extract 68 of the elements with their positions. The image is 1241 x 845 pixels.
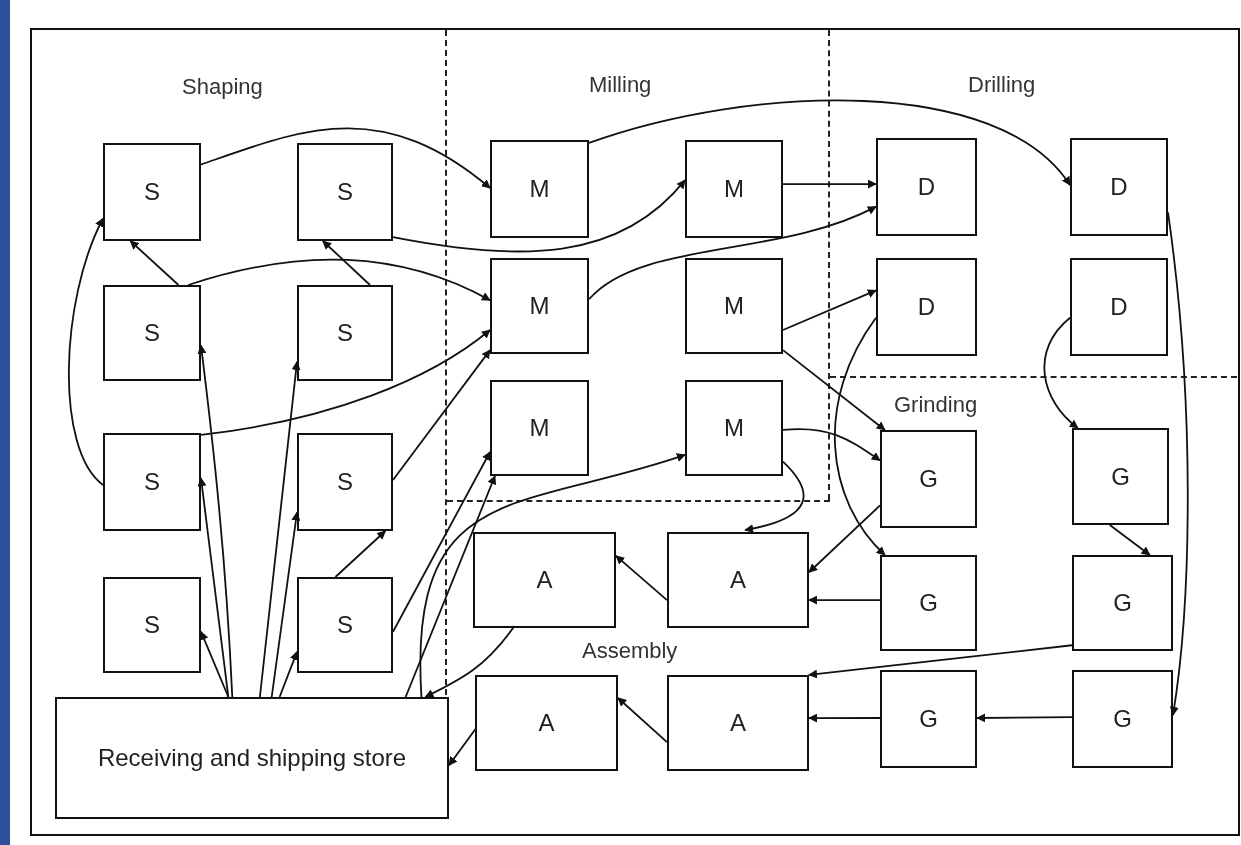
department-heading: Grinding — [894, 392, 978, 418]
arrow — [588, 205, 877, 301]
machine-box: M — [685, 380, 783, 476]
department-heading: Shaping — [182, 74, 263, 100]
arrow — [334, 530, 387, 578]
machine-box: G — [880, 555, 977, 651]
arrow — [259, 360, 301, 698]
arrow — [1108, 524, 1151, 556]
machine-box: D — [876, 138, 977, 236]
arrow — [197, 344, 234, 698]
machine-box: S — [103, 285, 201, 381]
arrow — [200, 127, 491, 189]
machine-box: M — [490, 258, 589, 354]
arrow — [419, 453, 686, 698]
arrow — [200, 329, 491, 436]
machine-box: G — [1072, 428, 1169, 525]
machine-box: S — [103, 577, 201, 673]
arrow — [278, 651, 299, 698]
arrow — [834, 316, 886, 556]
arrow — [782, 179, 877, 189]
arrow — [615, 555, 668, 601]
machine-box: S — [103, 433, 201, 531]
machine-box: M — [490, 140, 589, 238]
machine-box: D — [1070, 138, 1168, 236]
arrow — [617, 697, 668, 743]
arrow — [588, 99, 1071, 186]
machine-box: M — [490, 380, 589, 476]
arrow — [392, 451, 491, 633]
arrow — [808, 595, 881, 605]
machine-box: G — [880, 430, 977, 528]
arrow — [782, 428, 881, 462]
machine-box: D — [1070, 258, 1168, 356]
machine-box: A — [667, 532, 809, 628]
machine-box: M — [685, 258, 783, 354]
machine-box: S — [103, 143, 201, 241]
arrow — [187, 258, 491, 302]
arrow — [782, 289, 877, 331]
machine-box: S — [297, 143, 393, 241]
department-heading: Drilling — [968, 72, 1036, 98]
arrow — [1043, 316, 1079, 429]
machine-box: M — [685, 140, 783, 238]
arrow — [808, 504, 881, 574]
machine-box: A — [667, 675, 809, 771]
arrow — [322, 240, 371, 286]
arrow — [200, 630, 230, 698]
arrow — [808, 644, 1073, 679]
machine-box: D — [876, 258, 977, 356]
department-heading: Milling — [589, 72, 652, 98]
arrow — [404, 475, 497, 698]
machine-box: G — [1072, 555, 1173, 651]
arrow — [976, 713, 1073, 723]
arrow — [744, 460, 805, 533]
machine-box: S — [297, 285, 393, 381]
machine-box: G — [1072, 670, 1173, 768]
machine-box: S — [297, 577, 393, 673]
department-heading: Assembly — [582, 638, 678, 664]
arrow — [129, 240, 180, 286]
machine-box: A — [473, 532, 616, 628]
arrow — [808, 713, 881, 723]
machine-box: G — [880, 670, 977, 768]
arrow — [197, 477, 230, 698]
machine-box: A — [475, 675, 618, 771]
arrow — [782, 349, 886, 431]
arrow — [392, 179, 686, 253]
arrow — [67, 217, 104, 486]
store-box: Receiving and shipping store — [55, 697, 449, 819]
machine-box: S — [297, 433, 393, 531]
arrow — [392, 349, 491, 481]
